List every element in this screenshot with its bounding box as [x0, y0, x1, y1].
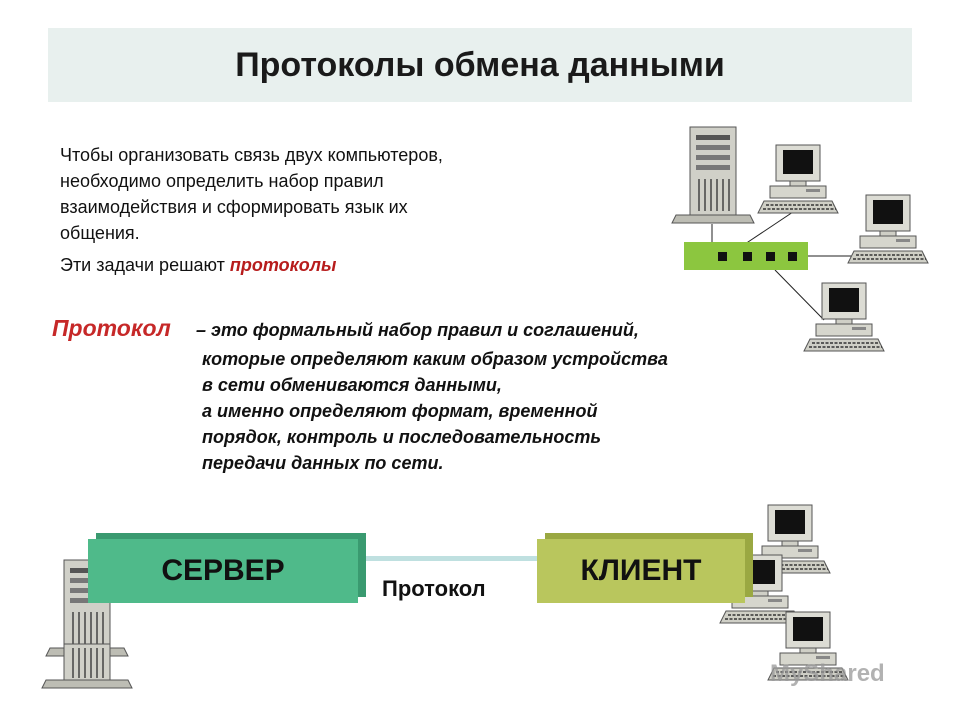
intro-line: общения.: [60, 223, 140, 243]
intro-line: Чтобы организовать связь двух компьютеро…: [60, 145, 443, 165]
intro-text: Чтобы организовать связь двух компьютеро…: [60, 142, 530, 246]
definition-line: передачи данных по сети.: [202, 453, 444, 473]
intro-line: взаимодействия и сформировать язык их: [60, 197, 408, 217]
network-server-icon: [671, 126, 755, 224]
server-tower-icon: [41, 559, 133, 689]
slide-title: Протоколы обмена данными: [235, 45, 725, 84]
title-bar: Протоколы обмена данными: [48, 28, 912, 102]
network-pc-icon: [803, 282, 885, 352]
network-pc-icon: [757, 144, 839, 214]
definition-line: порядок, контроль и последовательность: [202, 427, 602, 447]
watermark-logo: MyShared: [770, 660, 885, 687]
protocol-link-line: [362, 556, 537, 561]
network-hub: [684, 242, 808, 270]
network-links: [711, 211, 866, 321]
definition-term: Протокол: [52, 315, 171, 341]
definition-line: которые определяют каким образом устройс…: [202, 349, 668, 369]
tasks-prefix: Эти задачи решают: [60, 255, 230, 275]
tasks-sentence: Эти задачи решают протоколы: [60, 255, 336, 276]
definition-line: а именно определяют формат, временной: [202, 401, 598, 421]
network-pc-icon: [847, 194, 929, 264]
definition-first-line: – это формальный набор правил и соглашен…: [196, 320, 639, 340]
protocol-label: Протокол: [382, 576, 486, 601]
intro-line: необходимо определить набор правил: [60, 171, 384, 191]
client-block: КЛИЕНТ: [537, 539, 745, 603]
server-block: СЕРВЕР: [88, 539, 358, 603]
tasks-highlight: протоколы: [229, 255, 337, 275]
definition-line: в сети обмениваются данными,: [202, 375, 502, 395]
definition-body: которые определяют каким образом устройс…: [202, 346, 668, 476]
